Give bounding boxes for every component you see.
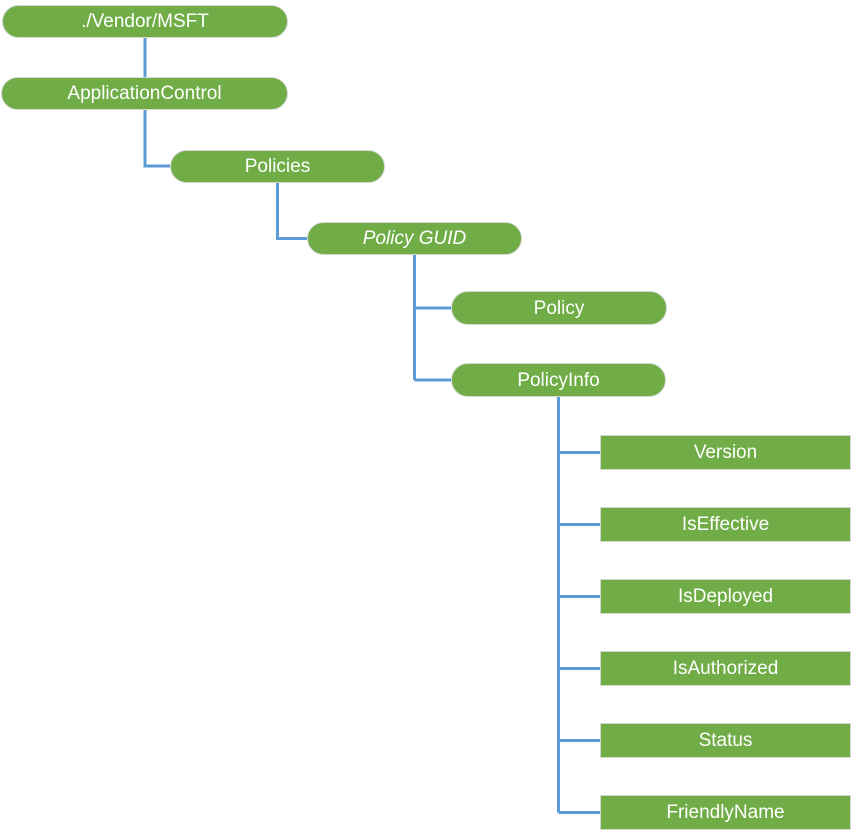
- node-application-control: ApplicationControl: [1, 77, 288, 110]
- node-policy-info: PolicyInfo: [451, 363, 666, 397]
- node-version: Version: [600, 435, 851, 470]
- node-label: Status: [698, 730, 753, 751]
- connector-applicationcontrol-to-policies: [143, 110, 170, 168]
- node-label: Policy: [533, 297, 585, 319]
- node-is-authorized: IsAuthorized: [600, 651, 851, 686]
- node-label: IsEffective: [681, 514, 770, 535]
- node-label: Policy GUID: [362, 228, 467, 249]
- node-policy: Policy: [451, 291, 667, 325]
- connector-policies-to-policyguid: [276, 183, 307, 240]
- node-label: ./Vendor/MSFT: [81, 11, 209, 32]
- node-label: ApplicationControl: [67, 83, 222, 104]
- node-label: IsAuthorized: [672, 658, 779, 679]
- node-policy-guid: Policy GUID: [307, 222, 522, 255]
- node-status: Status: [600, 723, 851, 758]
- node-label: FriendlyName: [666, 802, 785, 823]
- node-label: IsDeployed: [677, 586, 774, 607]
- node-is-deployed: IsDeployed: [600, 579, 851, 614]
- node-policies: Policies: [170, 150, 385, 183]
- node-vendor-msft: ./Vendor/MSFT: [2, 5, 288, 38]
- node-friendly-name: FriendlyName: [600, 795, 851, 830]
- node-label: Version: [693, 442, 758, 463]
- node-is-effective: IsEffective: [600, 507, 851, 542]
- node-label: Policies: [244, 156, 311, 177]
- node-label: PolicyInfo: [517, 369, 600, 391]
